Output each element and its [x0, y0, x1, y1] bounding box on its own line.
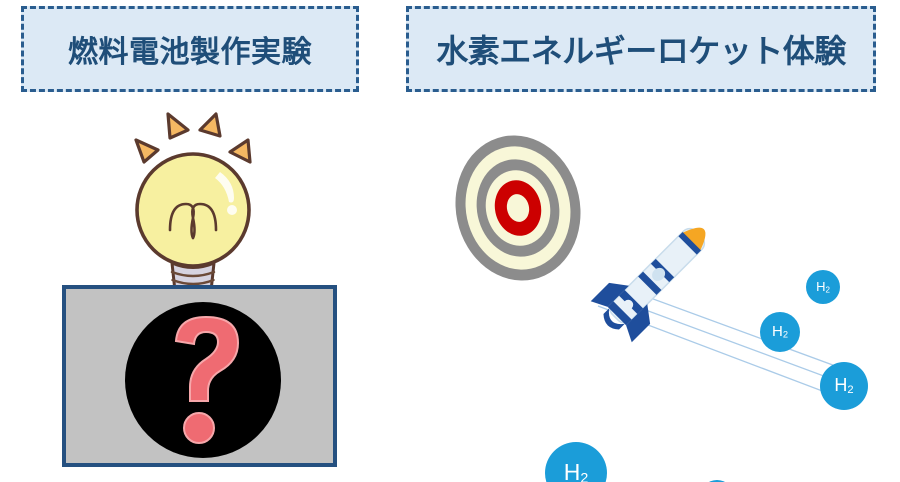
- h2-label: H2: [816, 278, 830, 295]
- h2-bubble: H2: [820, 362, 868, 410]
- h2-label: H2: [771, 323, 788, 341]
- h2-subscript: 2: [825, 285, 830, 295]
- question-mark-graphic: [66, 289, 341, 471]
- mystery-panel: [62, 285, 337, 467]
- rocket-icon: [590, 227, 706, 343]
- target-icon: [455, 135, 861, 393]
- h2-bubble: H2: [806, 270, 840, 304]
- h2-subscript: 2: [847, 383, 854, 396]
- h2-bubble: H2: [760, 312, 800, 352]
- title-box-hydrogen-rocket: 水素エネルギーロケット体験: [406, 6, 876, 92]
- title-box-fuel-cell: 燃料電池製作実験: [21, 6, 359, 92]
- lightbulb-icon: [108, 100, 278, 303]
- h2-label: H2: [564, 460, 589, 482]
- h2-label: H2: [834, 374, 854, 396]
- h2-subscript: 2: [782, 329, 788, 340]
- title-left-label: 燃料電池製作実験: [68, 36, 312, 69]
- title-right-label: 水素エネルギーロケット体験: [436, 33, 846, 69]
- h2-subscript: 2: [580, 470, 589, 482]
- rocket-scene: H2 H2 H2 H2 H2: [400, 100, 900, 482]
- h2-bubble: H2: [700, 480, 734, 482]
